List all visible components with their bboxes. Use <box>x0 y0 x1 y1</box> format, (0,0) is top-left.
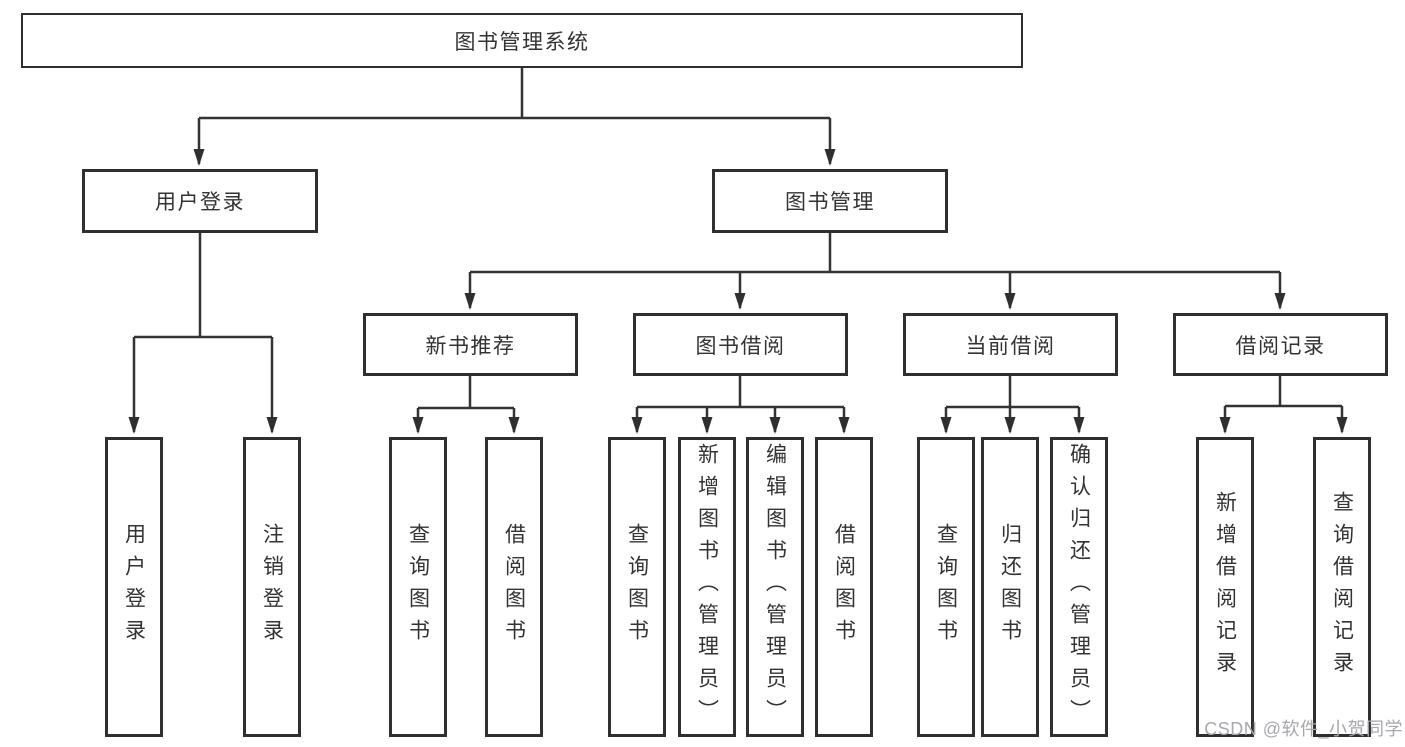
leaf-logout: 注销登录 <box>243 437 301 737</box>
leaf-recommend-query-books-label: 查询图书 <box>406 523 430 651</box>
node-current-borrow-label: 当前借阅 <box>965 334 1056 358</box>
leaf-current-confirm-return-admin-label: 确认归还（管理员） <box>1067 443 1091 731</box>
leaf-records-add-record: 新增借阅记录 <box>1196 437 1254 737</box>
node-book-management-label: 图书管理 <box>785 191 875 214</box>
leaf-current-return-books: 归还图书 <box>981 437 1039 737</box>
leaf-records-query-record: 查询借阅记录 <box>1313 437 1371 737</box>
csdn-watermark: CSDN @软件_小贺同学 <box>1204 719 1403 739</box>
node-current-borrow: 当前借阅 <box>903 313 1118 376</box>
leaf-current-query-books: 查询图书 <box>917 437 975 737</box>
leaf-recommend-query-books: 查询图书 <box>389 437 447 737</box>
node-root: 图书管理系统 <box>21 13 1023 68</box>
node-book-borrowing: 图书借阅 <box>633 313 848 376</box>
node-book-borrowing-label: 图书借阅 <box>695 334 786 358</box>
node-new-book-recommend: 新书推荐 <box>363 313 578 376</box>
leaf-borrowing-query-books-label: 查询图书 <box>625 523 649 651</box>
leaf-logout-label: 注销登录 <box>260 523 284 651</box>
leaf-current-return-books-label: 归还图书 <box>998 523 1022 651</box>
leaf-borrowing-edit-books-admin-label: 编辑图书（管理员） <box>763 443 787 731</box>
leaf-current-confirm-return-admin: 确认归还（管理员） <box>1050 437 1108 737</box>
leaf-recommend-borrow-books-label: 借阅图书 <box>502 523 526 651</box>
leaf-current-query-books-label: 查询图书 <box>934 523 958 651</box>
node-new-book-recommend-label: 新书推荐 <box>425 334 516 358</box>
leaf-records-query-record-label: 查询借阅记录 <box>1330 491 1354 683</box>
node-book-management: 图书管理 <box>712 169 948 233</box>
leaf-borrowing-add-books-admin: 新增图书（管理员） <box>678 437 736 737</box>
node-root-label: 图书管理系统 <box>454 30 590 54</box>
leaf-recommend-borrow-books: 借阅图书 <box>485 437 543 737</box>
leaf-borrowing-add-books-admin-label: 新增图书（管理员） <box>695 443 719 731</box>
node-user-login-branch-label: 用户登录 <box>155 191 245 214</box>
leaf-borrowing-query-books: 查询图书 <box>608 437 666 737</box>
leaf-borrowing-borrow-books-label: 借阅图书 <box>832 523 856 651</box>
leaf-user-login: 用户登录 <box>105 437 163 737</box>
leaf-borrowing-edit-books-admin: 编辑图书（管理员） <box>746 437 804 737</box>
leaf-borrowing-borrow-books: 借阅图书 <box>815 437 873 737</box>
node-user-login-branch: 用户登录 <box>82 169 318 233</box>
node-borrow-records: 借阅记录 <box>1173 313 1388 376</box>
leaf-records-add-record-label: 新增借阅记录 <box>1213 491 1237 683</box>
node-borrow-records-label: 借阅记录 <box>1235 334 1326 358</box>
connector-segments <box>128 68 1348 434</box>
leaf-user-login-label: 用户登录 <box>122 523 146 651</box>
